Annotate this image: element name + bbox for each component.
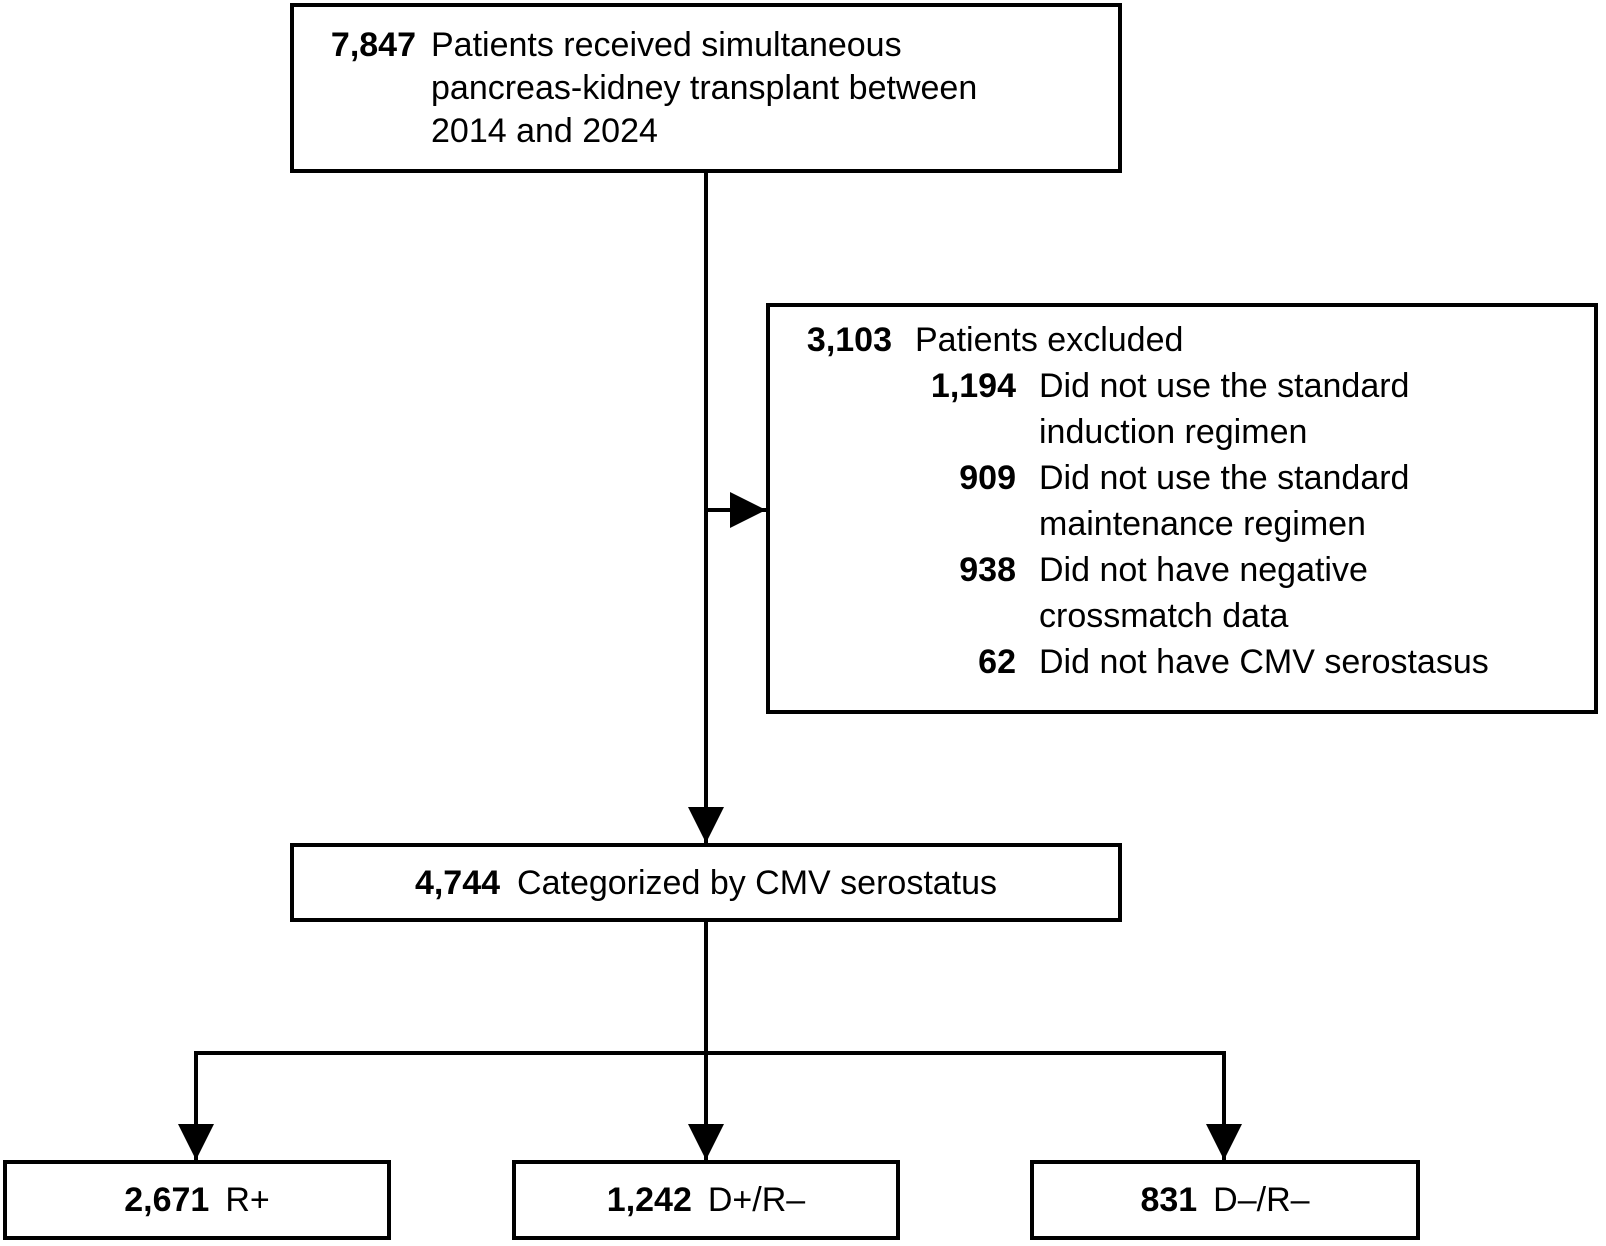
- reason-description: Did not use the standard induction regim…: [1039, 367, 1410, 451]
- reason-count: 909: [959, 459, 1016, 497]
- box-enrolled: 7,847 Patients received simultaneous pan…: [290, 3, 1122, 173]
- exclusion-reason-cmv-serostatus: 62 Did not have CMV serostasus: [795, 639, 1588, 685]
- excluded-header-row: 3,103 Patients excluded: [795, 317, 1588, 363]
- enrolled-line-1: Patients received simultaneous: [431, 26, 902, 64]
- box-categorized: 4,744 Categorized by CMV serostatus: [290, 843, 1122, 922]
- group-label: D–/R–: [1213, 1181, 1310, 1219]
- enrolled-line-3: 2014 and 2024: [431, 112, 658, 150]
- enrolled-count: 7,847: [330, 26, 416, 64]
- reason-description: Did not use the standard maintenance reg…: [1039, 459, 1410, 543]
- exclusion-reason-induction: 1,194 Did not use the standard induction…: [795, 363, 1588, 455]
- exclusion-reason-maintenance: 909 Did not use the standard maintenance…: [795, 455, 1588, 547]
- group-count: 2,671: [124, 1181, 210, 1219]
- reason-count: 62: [978, 643, 1016, 681]
- reason-description: Did not have negative crossmatch data: [1039, 551, 1368, 635]
- categorized-count: 4,744: [414, 863, 501, 902]
- reason-description: Did not have CMV serostasus: [1039, 643, 1489, 681]
- group-label: R+: [225, 1181, 270, 1219]
- box-group-d-negative-r-negative: 831 D–/R–: [1030, 1160, 1420, 1240]
- group-label: D+/R–: [707, 1181, 806, 1219]
- reason-count: 1,194: [930, 367, 1016, 405]
- exclusion-reason-crossmatch: 938 Did not have negative crossmatch dat…: [795, 547, 1588, 639]
- group-count: 831: [1140, 1181, 1198, 1219]
- enrolled-line-2: pancreas-kidney transplant between: [431, 69, 978, 107]
- group-count: 1,242: [606, 1181, 692, 1219]
- enrolled-description: Patients received simultaneous pancreas-…: [431, 24, 977, 169]
- excluded-label: Patients excluded: [915, 321, 1184, 359]
- excluded-count: 3,103: [806, 321, 892, 359]
- box-group-r-positive: 2,671 R+: [3, 1160, 391, 1240]
- categorized-label: Categorized by CMV serostatus: [517, 863, 998, 902]
- box-group-d-positive-r-negative: 1,242 D+/R–: [512, 1160, 900, 1240]
- reason-count: 938: [959, 551, 1016, 589]
- box-excluded: 3,103 Patients excluded 1,194 Did not us…: [766, 303, 1598, 714]
